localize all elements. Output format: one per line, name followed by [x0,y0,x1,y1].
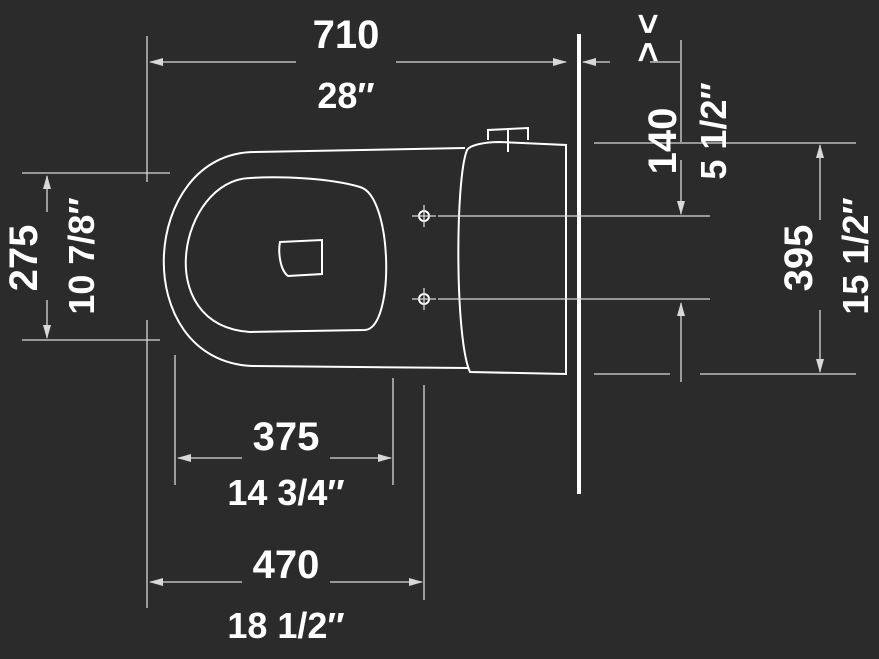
wall-symbol-label: > < [627,13,668,62]
overall-length-in-label: 28″ [317,75,374,116]
fixing-hole-icon [412,205,436,227]
bowl-inner [184,176,388,334]
seat-depth-in-label: 14 3/4″ [227,472,344,513]
fixing-to-front-mm-label: 395 [777,225,821,292]
cistern-body [457,140,567,376]
extension-lines [22,36,856,608]
seat-depth-mm-label: 375 [253,415,320,459]
fixing-depth-in-label: 18 1/2″ [227,605,344,646]
bowl-width-mm-label: 275 [2,225,46,292]
fixing-depth-mm-label: 470 [253,543,320,587]
cistern-to-pan-mm-label: 140 [641,108,685,175]
fixing-hole-icon [412,288,436,310]
bowl-outlet [278,238,323,278]
toilet-outline [162,126,567,376]
cistern-to-pan-in-label: 5 1/2″ [693,82,734,179]
overall-length-mm-label: 710 [313,13,380,57]
fixing-to-front-in-label: 15 1/2″ [835,197,876,314]
pan-outer [162,147,469,369]
bowl-width-in-label: 10 7/8″ [61,197,102,314]
dimension-lines [43,40,824,586]
